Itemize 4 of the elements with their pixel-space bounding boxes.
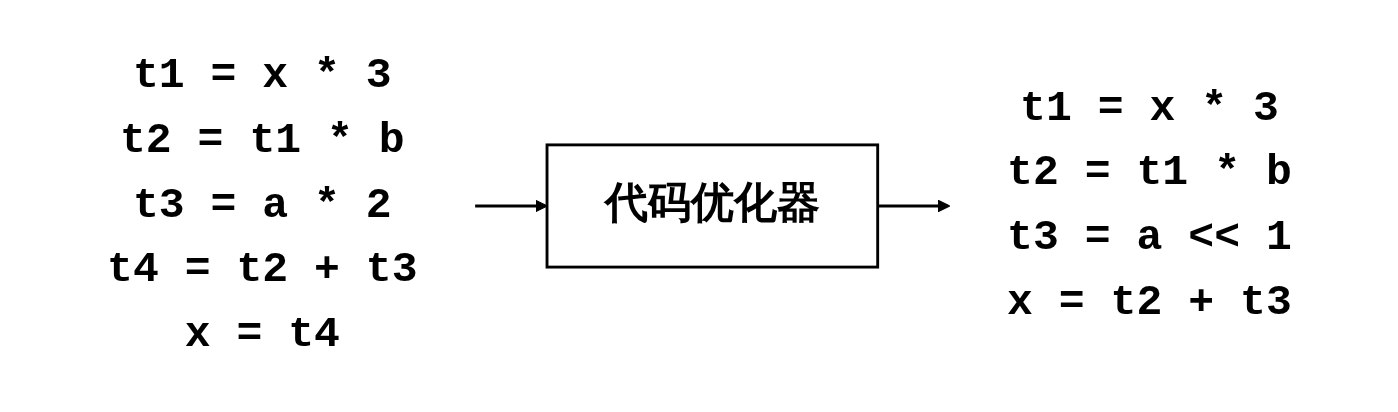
node-text: t1 = x * 3 t2 = t1 * b t3 = a << 1 x = t2 + t3	[1006, 83, 1292, 327]
node-text: t1 = x * 3 t2 = t1 * b t3 = a * 2 t4 = t2 + t3 x = t4	[106, 51, 418, 360]
arrow	[877, 199, 950, 213]
node-box: 代码优化器	[545, 143, 879, 269]
